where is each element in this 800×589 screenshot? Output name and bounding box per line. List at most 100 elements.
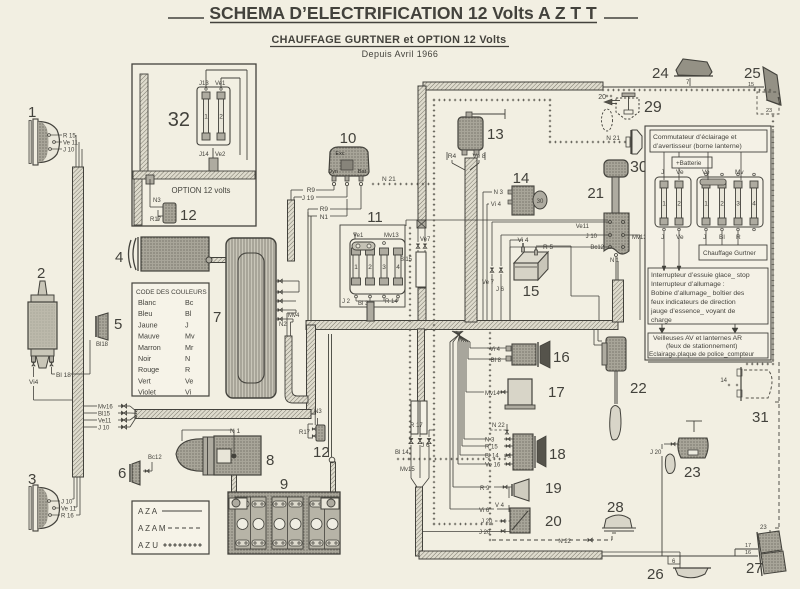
- svg-text:14: 14: [720, 378, 727, 384]
- svg-text:Ve1: Ve1: [353, 233, 364, 239]
- svg-text:Ve11: Ve11: [98, 419, 112, 425]
- svg-text:6: 6: [672, 559, 676, 565]
- svg-text:CODE DES COULEURS: CODE DES COULEURS: [136, 289, 207, 296]
- svg-text:Bl: Bl: [185, 309, 192, 318]
- svg-text:N 22: N 22: [558, 539, 571, 545]
- svg-text:jauge d’essence_ voyant de: jauge d’essence_ voyant de: [650, 308, 735, 315]
- svg-text:Vi 4: Vi 4: [491, 202, 502, 208]
- svg-text:R17: R17: [299, 430, 311, 436]
- svg-text:Noir: Noir: [138, 354, 152, 363]
- svg-text:Ve: Ve: [185, 376, 193, 385]
- svg-text:27: 27: [746, 560, 763, 577]
- svg-text:Interrupteur d’essuie glace_ s: Interrupteur d’essuie glace_ stop: [651, 272, 750, 279]
- svg-text:Violet: Violet: [138, 388, 156, 397]
- svg-text:Bobine d’allumage_ boîtier des: Bobine d’allumage_ boîtier des: [651, 290, 745, 297]
- svg-text:18: 18: [549, 446, 566, 463]
- svg-text:Jaune: Jaune: [138, 320, 158, 329]
- svg-text:2: 2: [219, 114, 223, 121]
- svg-text:20: 20: [545, 513, 562, 530]
- svg-text:13: 13: [487, 126, 504, 143]
- svg-text:Ve7: Ve7: [420, 237, 431, 243]
- svg-text:Bc12: Bc12: [148, 455, 162, 461]
- svg-text:J: J: [185, 320, 189, 329]
- svg-text:2: 2: [720, 201, 724, 208]
- svg-text:15: 15: [748, 82, 754, 88]
- svg-text:1: 1: [28, 104, 36, 121]
- svg-text:N 3: N 3: [485, 438, 495, 444]
- svg-text:A Z U: A Z U: [138, 541, 158, 550]
- svg-text:Rouge: Rouge: [138, 365, 159, 374]
- svg-text:Mv16: Mv16: [98, 405, 113, 411]
- svg-text:1: 1: [204, 114, 208, 121]
- svg-text:R: R: [185, 365, 190, 374]
- svg-text:Bat: Bat: [358, 169, 367, 175]
- svg-text:32: 32: [168, 109, 190, 131]
- svg-text:J 10: J 10: [63, 148, 75, 154]
- svg-text:11: 11: [367, 209, 383, 226]
- svg-text:Ve2: Ve2: [215, 152, 226, 158]
- svg-text:Ve 16: Ve 16: [485, 463, 501, 469]
- svg-text:30: 30: [630, 159, 648, 176]
- svg-text:Depuis Avril 1966: Depuis Avril 1966: [362, 49, 439, 59]
- svg-text:J14: J14: [199, 152, 209, 158]
- svg-text:N 21: N 21: [382, 176, 396, 183]
- svg-text:Exc: Exc: [335, 151, 344, 157]
- svg-text:Ve 11: Ve 11: [61, 507, 77, 513]
- svg-text:Bl 14: Bl 14: [395, 450, 409, 456]
- svg-text:R 16: R 16: [61, 514, 74, 520]
- svg-text:12: 12: [180, 207, 197, 224]
- svg-text:Ve 7: Ve 7: [482, 280, 495, 286]
- svg-text:Ve11: Ve11: [576, 224, 590, 230]
- svg-text:Ve 8: Ve 8: [472, 153, 485, 160]
- svg-text:J 6: J 6: [496, 287, 505, 293]
- svg-text:3: 3: [736, 201, 740, 208]
- svg-text:N1: N1: [320, 214, 329, 221]
- svg-text:SCHEMA D’ELECTRIFICATION 12 Vo: SCHEMA D’ELECTRIFICATION 12 Volts A Z T …: [209, 3, 597, 23]
- svg-text:R 14: R 14: [385, 299, 398, 305]
- svg-text:CHAUFFAGE GURTNER et OPTION 12: CHAUFFAGE GURTNER et OPTION 12 Volts: [272, 34, 507, 46]
- svg-text:Mv14: Mv14: [485, 391, 500, 397]
- svg-text:12: 12: [313, 444, 330, 461]
- svg-text:J 2: J 2: [342, 299, 351, 305]
- svg-text:R9: R9: [307, 187, 316, 194]
- svg-text:Vi 4: Vi 4: [517, 237, 528, 244]
- svg-text:Bc12: Bc12: [590, 245, 604, 251]
- svg-text:4: 4: [752, 201, 756, 208]
- svg-text:N 1: N 1: [610, 258, 620, 264]
- svg-text:22: 22: [630, 380, 647, 397]
- svg-text:26: 26: [647, 566, 664, 583]
- svg-text:21: 21: [587, 185, 604, 202]
- svg-text:5: 5: [114, 316, 122, 333]
- svg-text:charge: charge: [651, 317, 672, 324]
- svg-text:Interrupteur d’allumage :: Interrupteur d’allumage :: [651, 281, 725, 288]
- svg-text:J: J: [661, 169, 664, 176]
- svg-text:30: 30: [537, 199, 544, 205]
- svg-text:9: 9: [280, 476, 288, 493]
- svg-text:Mv: Mv: [185, 332, 195, 341]
- svg-text:Vi4: Vi4: [29, 379, 39, 386]
- svg-text:J 19: J 19: [302, 195, 315, 202]
- svg-text:14: 14: [513, 170, 530, 187]
- svg-text:Eclairage.plaque de police_com: Eclairage.plaque de police_compteur: [649, 351, 755, 358]
- svg-text:19: 19: [545, 480, 562, 497]
- svg-text:A Z A M: A Z A M: [138, 524, 166, 533]
- svg-text:J 6: J 6: [421, 442, 430, 449]
- svg-text:J 20: J 20: [481, 519, 493, 525]
- svg-text:N: N: [185, 354, 190, 363]
- svg-text:1: 1: [354, 264, 358, 271]
- svg-text:R4: R4: [448, 153, 457, 160]
- svg-text:Vi 4: Vi 4: [490, 347, 501, 353]
- svg-text:3: 3: [382, 264, 386, 271]
- svg-text:Mr: Mr: [185, 343, 194, 352]
- svg-text:7: 7: [213, 309, 221, 326]
- svg-text:Bl 8: Bl 8: [491, 358, 502, 364]
- svg-text:2: 2: [677, 201, 681, 208]
- svg-text:R9: R9: [320, 206, 329, 213]
- svg-text:10: 10: [340, 130, 357, 147]
- svg-text:17: 17: [548, 384, 565, 401]
- svg-text:23: 23: [684, 464, 701, 481]
- svg-text:Ve: Ve: [676, 169, 684, 176]
- svg-text:feux indicateurs de direction: feux indicateurs de direction: [651, 299, 736, 306]
- svg-text:N 22: N 22: [492, 423, 505, 429]
- svg-text:J 20: J 20: [650, 450, 662, 456]
